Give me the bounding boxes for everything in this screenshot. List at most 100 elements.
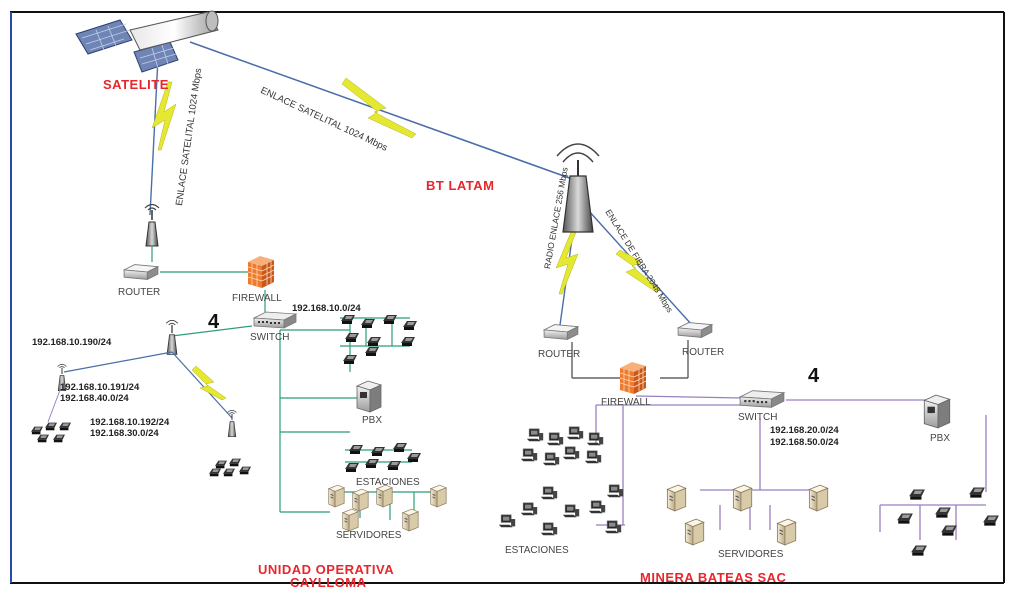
ip-label: 192.168.20.0/24: [770, 425, 839, 436]
router-icon: [677, 322, 713, 338]
workstation-icon: [584, 450, 602, 464]
server-icon: [402, 508, 419, 532]
phone-icon: [909, 489, 925, 500]
ip-label: 192.168.50.0/24: [770, 437, 839, 448]
satellite-links: [149, 41, 576, 216]
ip-label: 192.168.30.0/24: [90, 428, 159, 439]
satellite-icon: [75, 10, 219, 73]
workstation-icon: [562, 504, 580, 518]
pbx-label: PBX: [362, 415, 383, 426]
bt-latam-label: BT LATAM: [426, 178, 495, 193]
workstation-icon: [526, 428, 544, 442]
ip-label: 192.168.10.191/24: [60, 382, 140, 393]
workstation-icon: [520, 448, 538, 462]
workstation-icon: [393, 443, 407, 452]
firewall-label: FIREWALL: [601, 397, 651, 408]
router-icon: [543, 324, 579, 340]
workstation-icon: [566, 426, 584, 440]
switch-label: SWITCH: [738, 412, 778, 423]
site-title-left-line2: CAYLLOMA: [290, 575, 367, 589]
count-label: 4: [808, 365, 820, 387]
antenna-icon: [144, 204, 160, 247]
phone-icon: [983, 515, 999, 526]
server-icon: [666, 484, 687, 512]
servers-label: SERVIDORES: [718, 549, 784, 560]
server-icon: [808, 484, 829, 512]
ip-label: 192.168.10.190/24: [32, 337, 112, 348]
ip-label: 192.168.10.192/24: [90, 417, 170, 428]
phone-icon: [345, 333, 359, 342]
phone-icon: [53, 434, 65, 443]
workstation-icon: [604, 520, 622, 534]
workstation-icon: [540, 522, 558, 536]
switch-label: SWITCH: [250, 332, 290, 343]
phone-icon: [37, 434, 49, 443]
servers-label: SERVIDORES: [336, 530, 402, 541]
workstation-icon: [588, 500, 606, 514]
phone-icon: [361, 319, 375, 328]
workstation-icon: [606, 484, 624, 498]
workstation-icon: [498, 514, 516, 528]
workstation-icon: [562, 446, 580, 460]
phone-icon: [223, 468, 235, 477]
phone-icon: [935, 507, 951, 518]
phone-icon: [209, 468, 221, 477]
phone-icon: [969, 487, 985, 498]
server-icon: [328, 484, 345, 508]
ip-label: 192.168.40.0/24: [60, 393, 129, 404]
phone-icon: [239, 466, 251, 475]
server-icon: [732, 484, 753, 512]
stations-label: ESTACIONES: [505, 545, 569, 556]
phone-icon: [215, 460, 227, 469]
lightning-icon: [151, 81, 177, 151]
phone-icon: [401, 337, 415, 346]
lightning-icon: [615, 249, 661, 293]
pbx-icon: [356, 380, 382, 413]
satellite-label: SATELITE: [103, 77, 169, 92]
server-icon: [376, 484, 393, 508]
phone-icon: [941, 525, 957, 536]
workstation-icon: [345, 463, 359, 472]
phone-icon: [341, 315, 355, 324]
lightning-icon: [191, 365, 227, 401]
right-site: [498, 322, 999, 556]
stations-label: ESTACIONES: [356, 477, 420, 488]
phone-icon: [403, 321, 417, 330]
phone-icon: [59, 422, 71, 431]
workstation-icon: [371, 447, 385, 456]
site-title-left: UNIDAD OPERATIVA: [258, 562, 395, 577]
lightning-icon: [341, 77, 417, 139]
phone-icon: [383, 315, 397, 324]
server-icon: [352, 488, 369, 512]
router-label: ROUTER: [538, 349, 581, 360]
phone-icon: [367, 337, 381, 346]
server-icon: [684, 518, 705, 546]
server-icon: [342, 508, 359, 532]
antenna-icon: [165, 320, 179, 355]
phone-icon: [911, 545, 927, 556]
workstation-icon: [365, 459, 379, 468]
workstation-icon: [407, 453, 421, 462]
router-label: ROUTER: [682, 347, 725, 358]
workstation-icon: [520, 502, 538, 516]
workstation-icon: [542, 452, 560, 466]
pbx-icon: [923, 394, 951, 429]
phone-icon: [45, 422, 57, 431]
phone-icon: [229, 458, 241, 467]
diagram-frame: [10, 11, 1005, 584]
firewall-icon: [619, 361, 647, 395]
pbx-label: PBX: [930, 433, 951, 444]
left-site: [31, 204, 447, 532]
switch-icon: [253, 311, 297, 329]
phone-icon: [31, 426, 43, 435]
workstation-icon: [586, 432, 604, 446]
server-icon: [430, 484, 447, 508]
server-icon: [776, 518, 797, 546]
bt-latam-tower-icon: [556, 143, 600, 233]
workstation-icon: [546, 432, 564, 446]
router-label: ROUTER: [118, 287, 161, 298]
workstation-icon: [540, 486, 558, 500]
site-title-right: MINERA BATEAS SAC: [640, 570, 787, 585]
